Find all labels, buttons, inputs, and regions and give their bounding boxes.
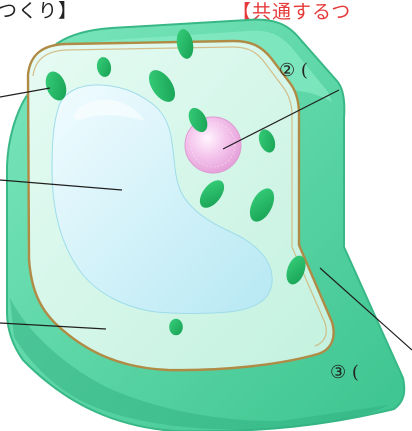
chloroplast	[176, 29, 194, 59]
chloroplasts	[45, 29, 306, 336]
label-membrane-answer-blank: ③ (	[330, 362, 359, 383]
chloroplast	[96, 57, 112, 77]
chloroplast	[45, 71, 67, 101]
chloroplast	[249, 188, 275, 222]
leader-line-left-middle	[0, 179, 123, 191]
vacuole-highlight	[73, 99, 145, 121]
leader-lines	[0, 87, 412, 351]
leader-line-left-top	[0, 87, 51, 98]
chloroplast	[199, 180, 225, 208]
chloroplast	[258, 129, 276, 153]
chloroplast	[286, 255, 306, 285]
section-title-common: 【共通するつ	[232, 1, 352, 23]
cell-wall-side-face	[10, 298, 389, 430]
label-nucleus-answer-blank: ② (	[279, 60, 308, 81]
leader-line-nucleus	[222, 89, 340, 150]
chloroplast	[169, 318, 183, 336]
central-vacuole	[51, 84, 273, 314]
chloroplast	[188, 107, 208, 133]
nucleus-texture	[190, 122, 236, 168]
leader-line-membrane	[319, 267, 412, 351]
leader-line-left-bottom	[0, 322, 107, 330]
chloroplast	[148, 70, 176, 102]
section-title-structure: つくり】	[0, 0, 79, 22]
cell-membrane-line-inner	[32, 46, 327, 347]
